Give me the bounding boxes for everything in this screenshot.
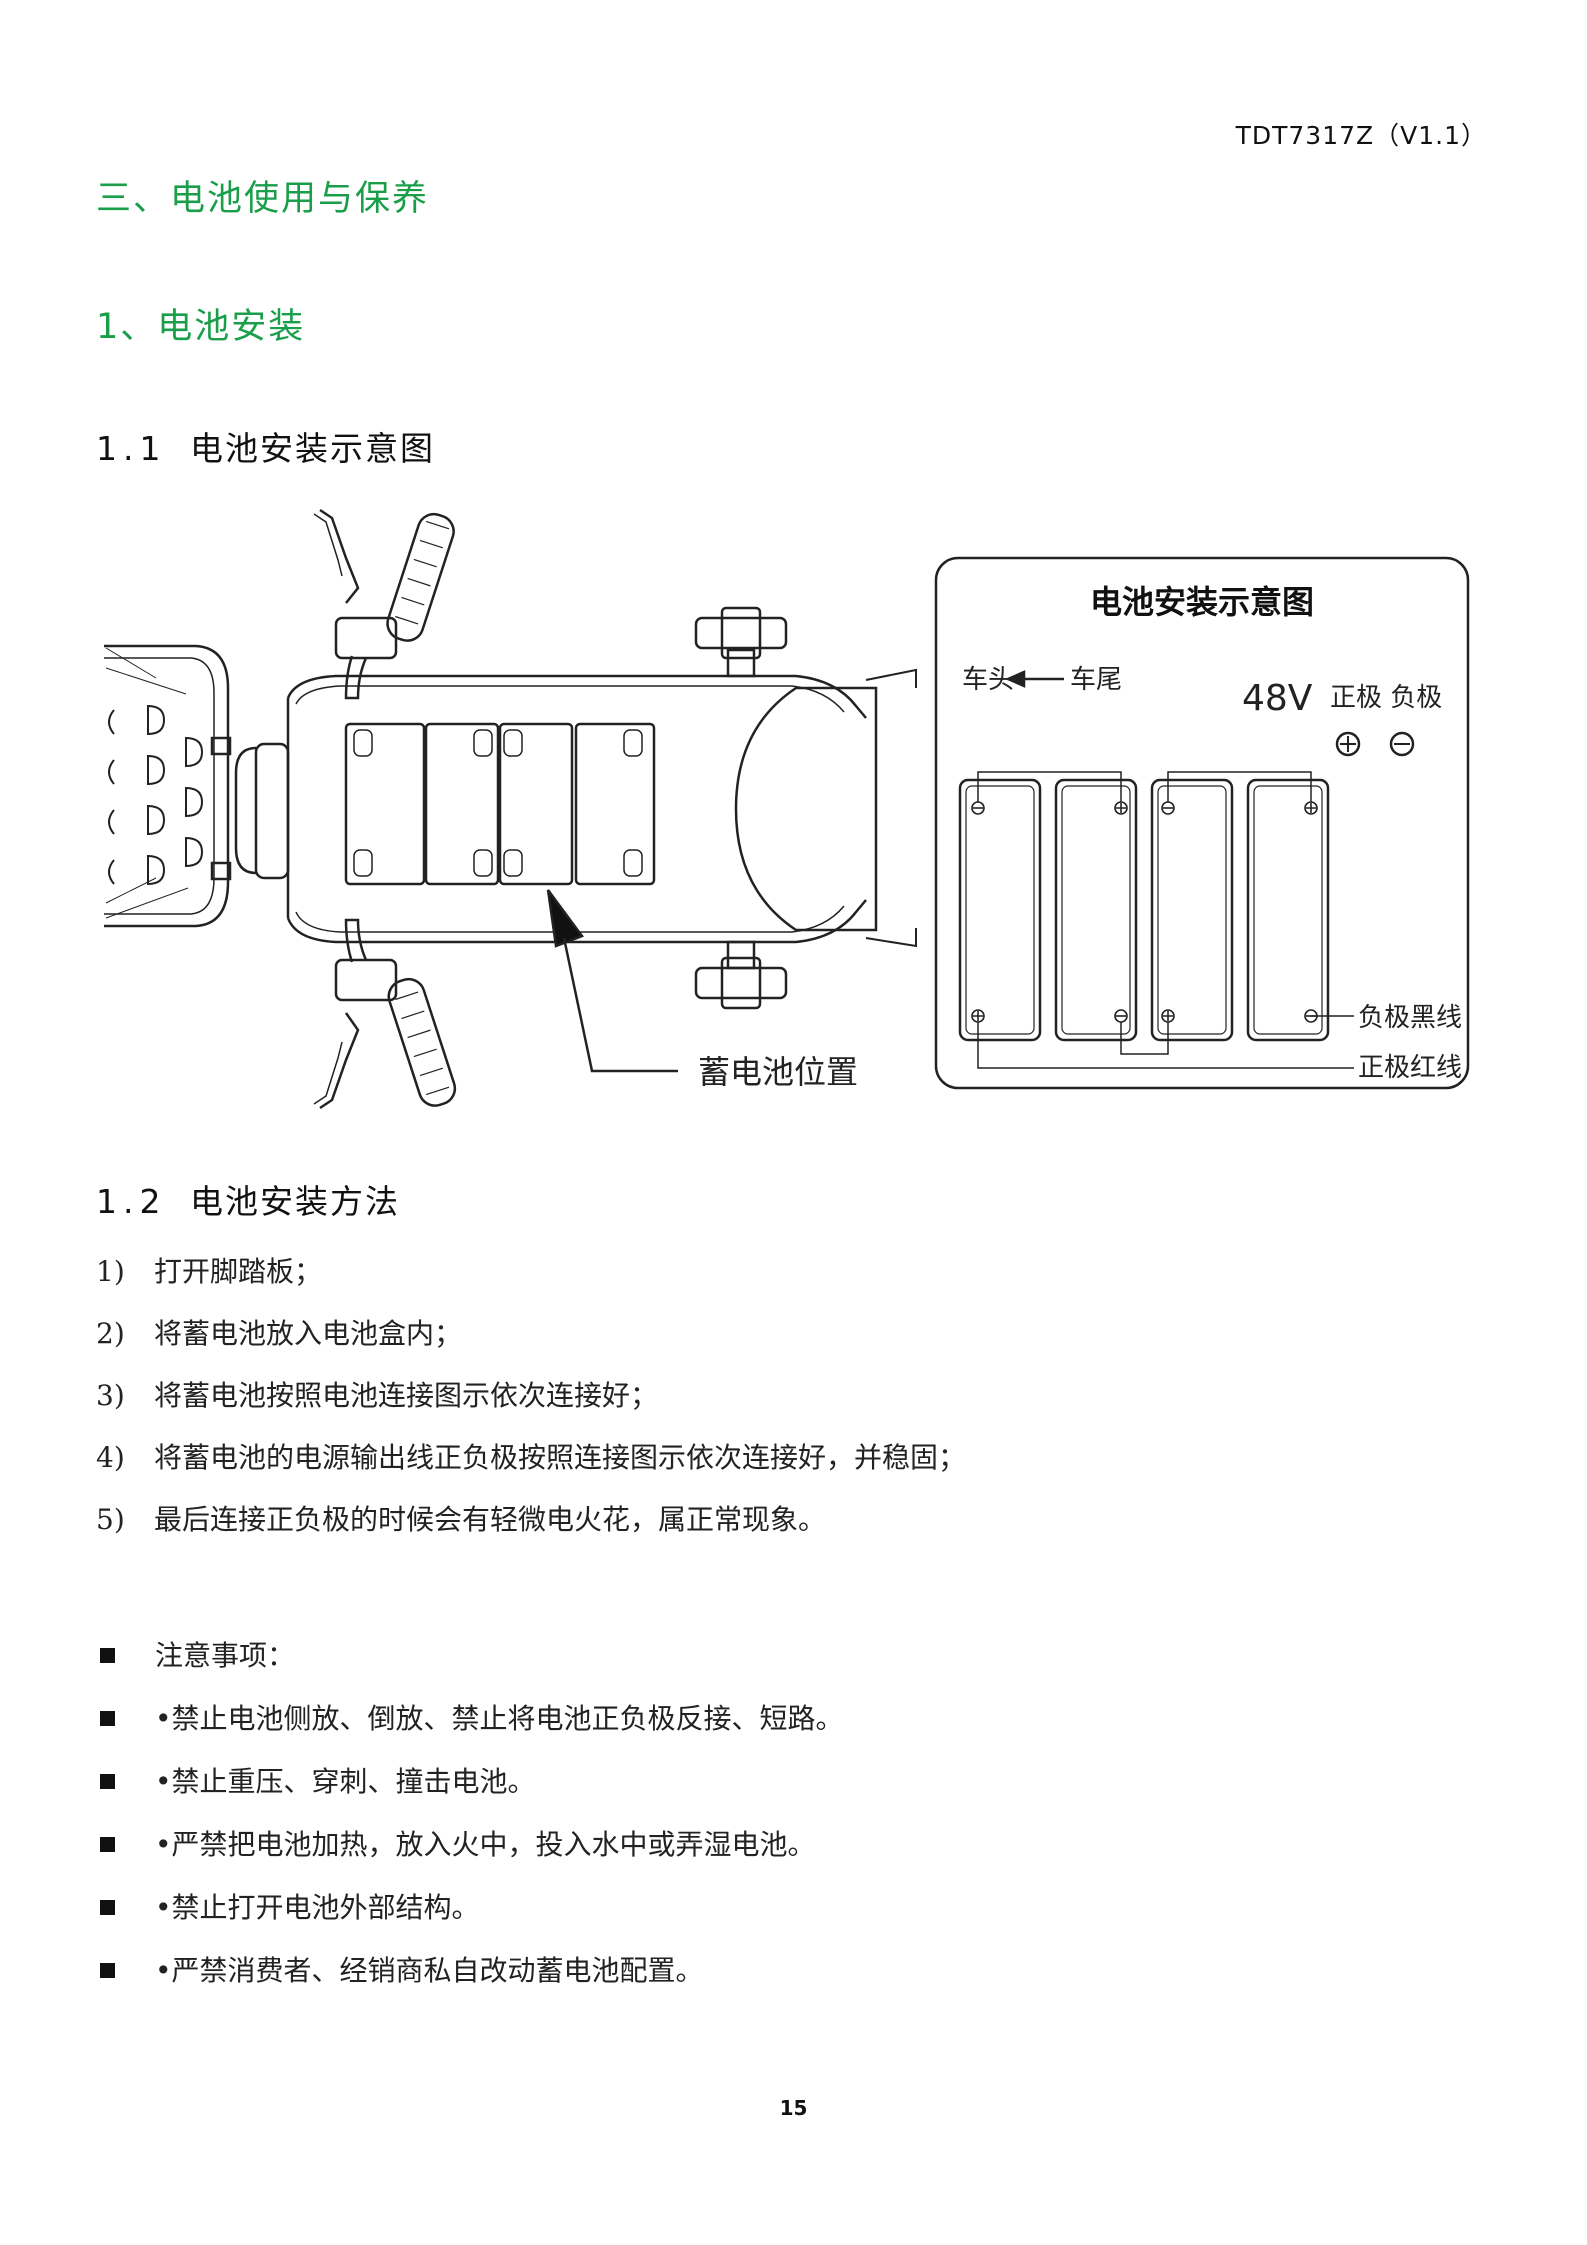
battery-installation-figure: 蓄电池位置 电池安装示意图 车头 车尾 48V 正极 负极: [96, 498, 1476, 1118]
method-heading: 1.2 电池安装方法: [96, 1175, 400, 1223]
bullet-square-icon: [100, 1900, 115, 1915]
step-number: 2): [96, 1317, 125, 1350]
scooter-drawing: [104, 508, 917, 1110]
step-text: 将蓄电池放入电池盒内；: [154, 1317, 463, 1350]
step-text: 将蓄电池的电源输出线正负极按照连接图示依次连接好，并稳固；: [154, 1441, 967, 1474]
wiring-box-title: 电池安装示意图: [1090, 583, 1314, 621]
note-text: •禁止打开电池外部结构。: [155, 1890, 480, 1924]
page-number: 15: [779, 2096, 808, 2120]
bullet-square-icon: [100, 1774, 115, 1789]
note-text: •禁止电池侧放、倒放、禁止将电池正负极反接、短路。: [155, 1701, 844, 1735]
note-text: •严禁把电池加热，放入火中，投入水中或弄湿电池。: [155, 1827, 816, 1861]
figure-heading-text: 电池安装示意图: [190, 429, 435, 468]
section-title: 三、电池使用与保养: [96, 179, 430, 219]
wiring-diagram-box: 电池安装示意图 车头 车尾 48V 正极 负极: [934, 556, 1470, 1090]
list-item: 3) 将蓄电池按照电池连接图示依次连接好；: [96, 1374, 966, 1436]
list-item: 5) 最后连接正负极的时候会有轻微电火花，属正常现象。: [96, 1498, 966, 1560]
subsection-title: 1、电池安装: [96, 307, 306, 347]
list-item: 注意事项：: [96, 1624, 844, 1687]
installation-steps: 1) 打开脚踏板； 2) 将蓄电池放入电池盒内； 3) 将蓄电池按照电池连接图示依次连…: [96, 1250, 966, 1560]
negative-wire-label: 负极黑线: [1358, 1003, 1462, 1033]
step-number: 1): [96, 1255, 125, 1288]
list-item: •禁止重压、穿刺、撞击电池。: [96, 1750, 844, 1813]
step-text: 将蓄电池按照电池连接图示依次连接好；: [154, 1379, 659, 1412]
bullet-square-icon: [100, 1837, 115, 1852]
bullet-square-icon: [100, 1648, 115, 1663]
list-item: 1) 打开脚踏板；: [96, 1250, 966, 1312]
figure-heading-number: 1.1: [96, 429, 167, 468]
method-heading-text: 电池安装方法: [190, 1182, 400, 1221]
deck-batteries: [344, 722, 656, 886]
step-text: 最后连接正负极的时候会有轻微电火花，属正常现象。: [154, 1503, 827, 1536]
precautions-list: 注意事项： •禁止电池侧放、倒放、禁止将电池正负极反接、短路。 •禁止重压、穿刺…: [96, 1624, 844, 2002]
list-item: 4) 将蓄电池的电源输出线正负极按照连接图示依次连接好，并稳固；: [96, 1436, 966, 1498]
direction-tail-label: 车尾: [1070, 665, 1122, 695]
step-number: 4): [96, 1441, 125, 1474]
list-item: •严禁把电池加热，放入火中，投入水中或弄湿电池。: [96, 1813, 844, 1876]
note-text: •严禁消费者、经销商私自改动蓄电池配置。: [155, 1953, 704, 1987]
bullet-square-icon: [100, 1963, 115, 1978]
terminals-label: 正极 负极: [1330, 683, 1442, 713]
step-text: 打开脚踏板；: [154, 1255, 323, 1288]
note-text: 注意事项：: [155, 1638, 296, 1672]
battery-position-label: 蓄电池位置: [698, 1053, 858, 1091]
figure-heading: 1.1 电池安装示意图: [96, 422, 435, 470]
positive-wire-label: 正极红线: [1358, 1053, 1462, 1083]
list-item: •禁止打开电池外部结构。: [96, 1876, 844, 1939]
step-number: 3): [96, 1379, 125, 1412]
voltage-label: 48V: [1242, 678, 1313, 719]
step-number: 5): [96, 1503, 125, 1536]
list-item: •严禁消费者、经销商私自改动蓄电池配置。: [96, 1939, 844, 2002]
method-heading-number: 1.2: [96, 1182, 167, 1221]
document-code: TDT7317Z（V1.1）: [1235, 121, 1487, 150]
list-item: •禁止电池侧放、倒放、禁止将电池正负极反接、短路。: [96, 1687, 844, 1750]
direction-head-label: 车头: [962, 665, 1014, 695]
list-item: 2) 将蓄电池放入电池盒内；: [96, 1312, 966, 1374]
bullet-square-icon: [100, 1711, 115, 1726]
note-text: •禁止重压、穿刺、撞击电池。: [155, 1764, 536, 1798]
